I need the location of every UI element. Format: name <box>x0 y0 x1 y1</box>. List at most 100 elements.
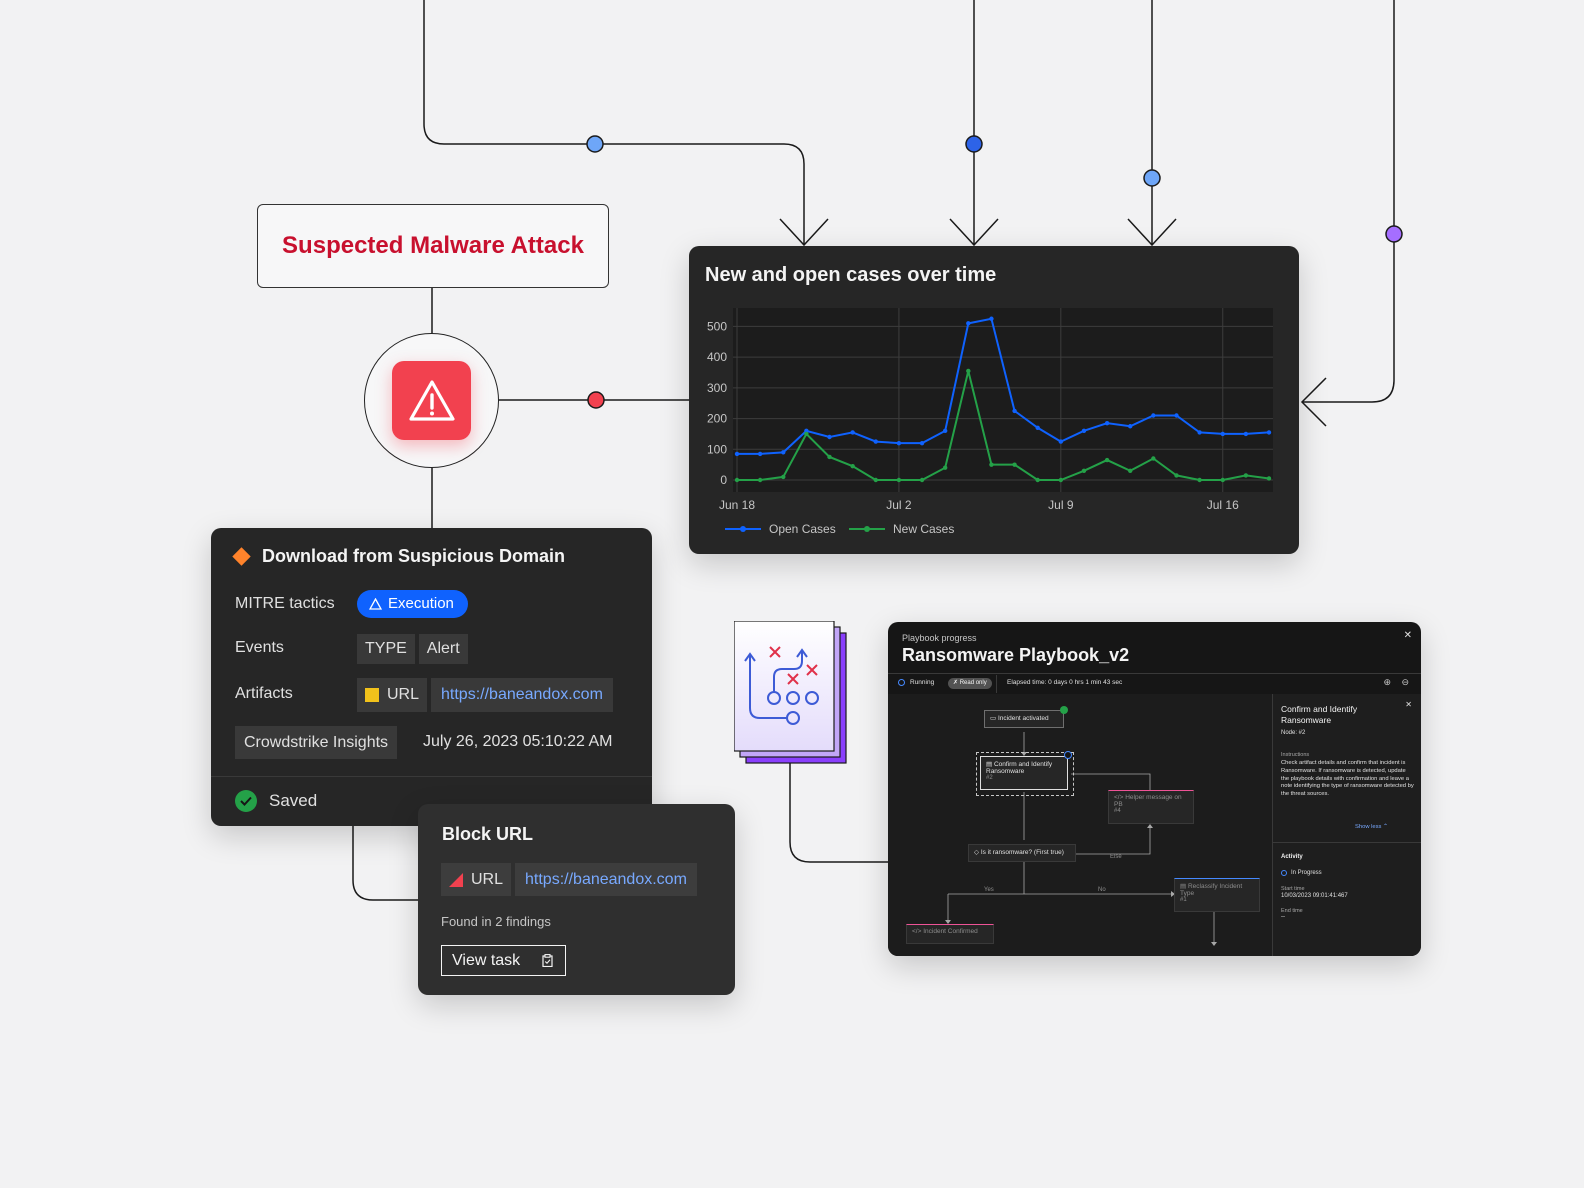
data-point <box>1220 477 1225 483</box>
mitre-value: Execution <box>388 595 454 612</box>
y-tick-label: 200 <box>707 412 727 426</box>
connector-node-blue-light-2 <box>1143 169 1161 187</box>
node-helper-label: Helper message on PB <box>1114 794 1182 808</box>
data-point <box>1012 408 1017 414</box>
task-icon-2: ▤ <box>1180 883 1187 890</box>
detection-header: Download from Suspicious Domain <box>232 546 566 567</box>
chart-title: New and open cases over time <box>705 264 997 286</box>
insights-tag[interactable]: Crowdstrike Insights <box>235 726 398 759</box>
legend-swatch-point <box>740 526 746 532</box>
node-reclassify[interactable]: ▤ Reclassify Incident Type #1 <box>1174 878 1260 912</box>
node-decision-label: Is it ransomware? (First true) <box>980 849 1064 856</box>
running-icon <box>898 679 905 686</box>
orange-diamond-icon <box>232 547 251 566</box>
node-reclassify-id: #1 <box>1180 897 1187 903</box>
side-end-label: End time <box>1281 908 1303 914</box>
detection-divider <box>211 776 652 777</box>
data-point <box>1243 431 1249 437</box>
events-label: Events <box>235 639 284 656</box>
zoom-in-icon[interactable]: ⊕ <box>1383 677 1391 687</box>
data-point <box>1104 420 1110 426</box>
data-point <box>804 428 809 434</box>
playbook-card: Playbook progress Ransomware Playbook_v2… <box>888 622 1421 956</box>
artifact-url-link[interactable]: https://baneandox.com <box>431 678 613 712</box>
node-confirm-ransomware[interactable]: ▤ Confirm and Identify Ransomware #2 <box>980 756 1068 790</box>
side-end-value: -- <box>1281 914 1285 920</box>
alert-title: Suspected Malware Attack <box>282 232 584 259</box>
data-point <box>1174 413 1179 418</box>
y-tick-label: 400 <box>707 350 727 364</box>
legend-label: New Cases <box>893 522 954 536</box>
data-point <box>850 430 855 435</box>
side-node-id: Node: #2 <box>1281 730 1306 736</box>
node-decision[interactable]: ◇ Is it ransomware? (First true) <box>968 844 1076 862</box>
in-progress-icon <box>1281 870 1287 876</box>
data-point <box>1035 425 1040 430</box>
folder-icon: ▭ <box>990 715 997 722</box>
connector-node-purple <box>1385 225 1403 243</box>
zoom-out-icon[interactable]: ⊖ <box>1401 677 1409 687</box>
data-point <box>919 477 925 483</box>
data-point <box>757 477 763 483</box>
data-point <box>942 428 948 434</box>
node-reclassify-label: Reclassify Incident Type <box>1180 883 1243 897</box>
block-url-link[interactable]: https://baneandox.com <box>515 863 697 896</box>
side-title: Confirm and Identify Ransomware <box>1281 704 1358 725</box>
node-confirmed-label: Incident Confirmed <box>923 928 978 935</box>
side-instructions-label: Instructions <box>1281 752 1310 758</box>
legend-label: Open Cases <box>769 522 836 536</box>
x-tick-label: Jul 9 <box>1048 498 1074 512</box>
close-icon[interactable]: ✕ <box>1403 630 1412 641</box>
node-incident-activated[interactable]: ▭ Incident activated <box>984 710 1064 728</box>
chevron-up-icon: ⌃ <box>1383 824 1388 830</box>
y-tick-label: 500 <box>707 319 727 333</box>
data-point <box>1151 413 1156 418</box>
events-value-tag: Alert <box>418 634 468 664</box>
data-point <box>942 465 948 470</box>
block-url-card: Block URL URL https://baneandox.com Foun… <box>418 804 735 995</box>
data-point <box>1266 476 1272 481</box>
data-point <box>850 463 855 469</box>
elapsed-time: Elapsed time: 0 days 0 hrs 1 min 43 sec <box>1007 679 1123 686</box>
x-tick-label: Jun 18 <box>719 498 755 512</box>
series-line-open-cases <box>737 317 1270 455</box>
block-title: Block URL <box>442 824 534 844</box>
data-point <box>1081 428 1087 434</box>
read-only-label: Read only <box>959 680 987 686</box>
insights-time: July 26, 2023 05:10:22 AM <box>423 733 613 750</box>
show-less-link[interactable]: Show less ⌃ <box>1355 824 1388 830</box>
node-activated-label: Incident activated <box>997 715 1049 722</box>
data-point <box>781 450 786 455</box>
playbook-strategy-icon <box>734 621 847 764</box>
node-incident-confirmed[interactable]: </> Incident Confirmed <box>906 924 994 944</box>
playbook-toolbar: Running ✗ Read only Elapsed time: 0 days… <box>888 673 1421 695</box>
node-helper-id: #4 <box>1114 808 1121 814</box>
data-point <box>966 368 971 374</box>
side-close-icon[interactable]: ✕ <box>1405 700 1412 709</box>
data-point <box>873 439 878 444</box>
data-point <box>919 440 925 446</box>
node-confirm-label: Confirm and Identify Ransomware <box>986 761 1053 775</box>
playbook-edges <box>945 732 1217 946</box>
connector-node-blue <box>965 135 983 153</box>
mitre-tag-execution[interactable]: Execution <box>357 590 468 618</box>
read-only-tag: ✗ Read only <box>948 678 992 689</box>
code-icon-2: </> <box>912 928 922 935</box>
edge-label-yes: Yes <box>984 887 994 893</box>
findings-text: Found in 2 findings <box>441 914 551 929</box>
playbook-status: Running <box>910 679 935 686</box>
playbook-eyebrow: Playbook progress <box>902 633 977 643</box>
connector-node-red <box>587 391 605 409</box>
node-helper-message[interactable]: </> Helper message on PB #4 <box>1108 790 1194 824</box>
detection-title: Download from Suspicious Domain <box>262 546 566 566</box>
y-tick-label: 0 <box>720 473 727 487</box>
data-point <box>1081 468 1087 473</box>
data-point <box>966 321 971 326</box>
playbook-canvas[interactable]: ▭ Incident activated ▤ Confirm and Ident… <box>888 694 1272 956</box>
mitre-label: MITRE tactics <box>235 595 335 612</box>
data-point <box>989 316 994 321</box>
events-type-tag: TYPE <box>357 634 415 664</box>
view-task-button[interactable]: View task <box>441 945 566 976</box>
data-point <box>827 434 832 440</box>
